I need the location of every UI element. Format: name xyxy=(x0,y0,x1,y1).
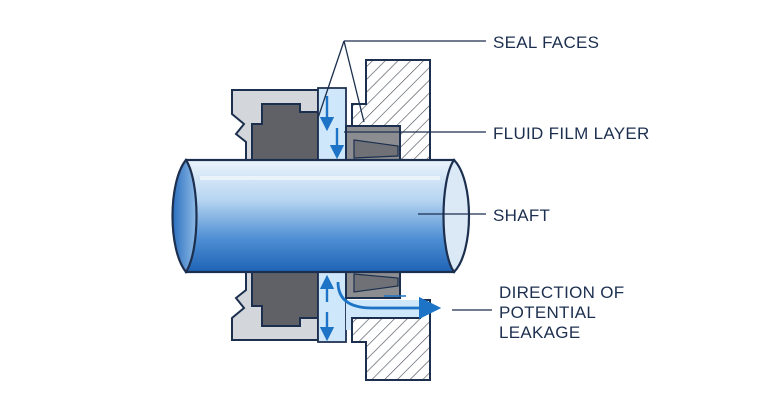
fluid-film-channel-bottom xyxy=(317,271,347,343)
fluid-film-layer-label: FLUID FILM LAYER xyxy=(493,124,650,143)
seal-faces-label: SEAL FACES xyxy=(493,33,599,52)
rotating-seal-ring-bottom xyxy=(251,271,319,327)
housing-wall-top xyxy=(351,59,431,161)
leakage-label-line2: POTENTIAL xyxy=(499,303,596,322)
stationary-ring-taper-top xyxy=(353,139,399,159)
shaft-label: SHAFT xyxy=(493,206,550,225)
seal-faces-leader-a xyxy=(317,40,345,119)
rotating-seal-ring-top xyxy=(251,103,319,161)
fluid-film-channel-top xyxy=(317,87,347,161)
seal-faces-leader-b xyxy=(343,40,365,123)
stationary-ring-taper-bottom xyxy=(353,273,399,293)
leakage-direction-arrow xyxy=(336,281,442,320)
leakage-label-line1: DIRECTION OF xyxy=(499,283,624,302)
leakage-label-line3: LEAKAGE xyxy=(499,323,580,342)
shaft-right-end xyxy=(442,158,471,274)
shaft-left-end xyxy=(171,158,198,274)
